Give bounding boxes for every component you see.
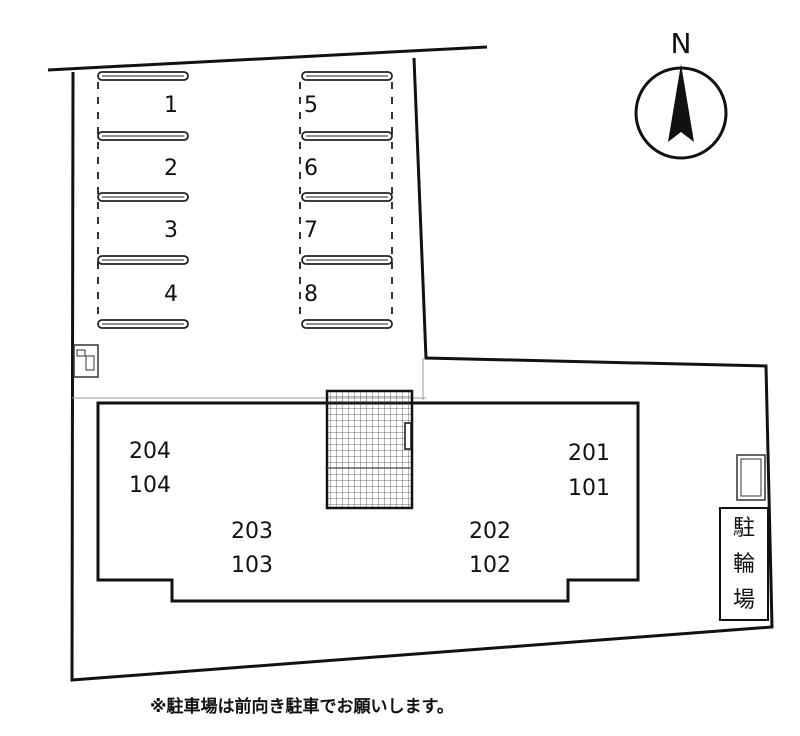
property-boundary <box>47 45 488 72</box>
unit-label-201: 201 <box>568 441 610 466</box>
parking-space-labels: 1 2 3 4 5 6 7 8 <box>164 93 318 307</box>
unit-label-104: 104 <box>129 473 171 498</box>
stair-hall <box>325 389 414 510</box>
wheel-stops <box>97 71 393 329</box>
unit-label-102: 102 <box>469 553 511 578</box>
unit-label-203: 203 <box>231 519 273 544</box>
parking-note: ※駐車場は前向き駐車でお願いします。 <box>150 697 454 717</box>
parking-space-number: 8 <box>304 282 318 307</box>
parking-space-number: 5 <box>304 93 318 118</box>
door-mark <box>404 422 412 450</box>
meter-box-detail <box>85 355 95 371</box>
parking-dividers <box>97 82 393 318</box>
parking-space-number: 3 <box>164 218 178 243</box>
north-arrow-icon: N <box>634 27 728 160</box>
bicycle-rack-box-inner <box>740 458 762 497</box>
parking-space-number: 6 <box>304 156 318 181</box>
bicycle-parking-char-3: 場 <box>733 588 755 613</box>
parking-space-number: 4 <box>164 282 178 307</box>
north-label: N <box>671 27 692 60</box>
meter-box-detail <box>76 349 86 357</box>
property-boundary-lot <box>70 57 774 682</box>
unit-label-101: 101 <box>568 476 610 501</box>
parking-space-number: 2 <box>164 156 178 181</box>
unit-label-202: 202 <box>469 519 511 544</box>
bicycle-parking-box <box>719 507 769 621</box>
bicycle-rack-box <box>736 454 766 501</box>
unit-label-103: 103 <box>231 553 273 578</box>
unit-label-204: 204 <box>129 439 171 464</box>
bicycle-parking-char-1: 駐 <box>733 516 755 541</box>
bicycle-parking-char-2: 輪 <box>733 552 755 577</box>
parking-space-number: 1 <box>164 93 178 118</box>
parking-space-number: 7 <box>304 218 318 243</box>
